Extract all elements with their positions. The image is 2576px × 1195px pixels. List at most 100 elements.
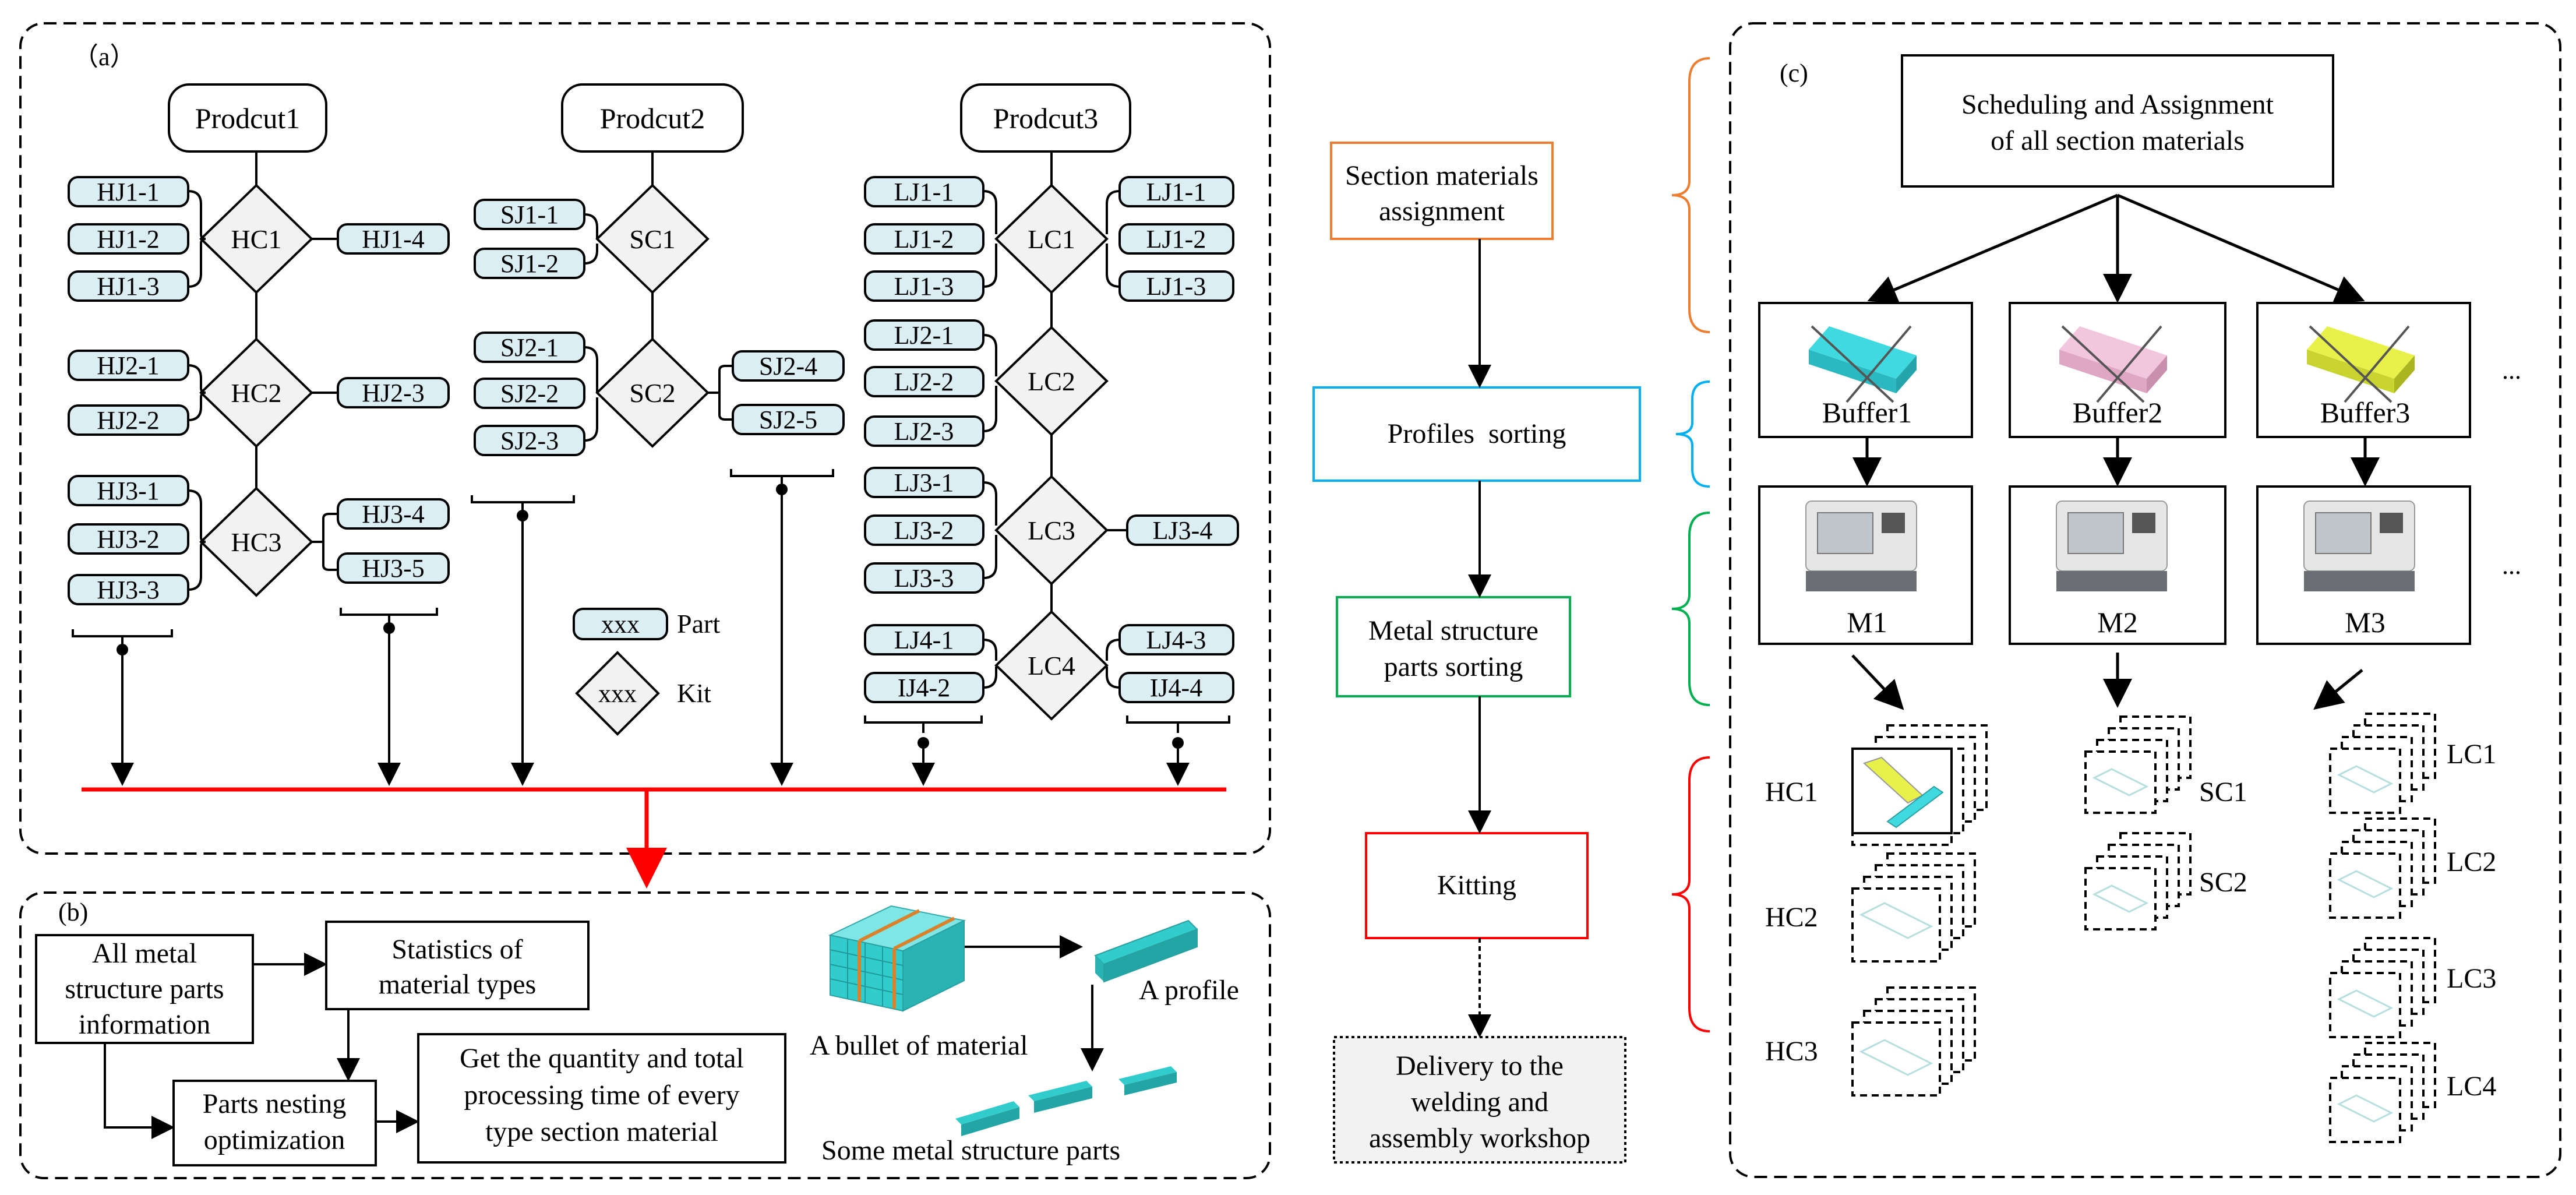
machine-3-label: M3: [2345, 606, 2385, 639]
part-lj1-1-right: LJ1-1: [1146, 178, 1206, 206]
part-sj1-2: SJ1-2: [500, 249, 559, 278]
buffer-3-image: [2307, 325, 2415, 403]
part-sj1-1: SJ1-1: [500, 200, 559, 229]
part-sj2-3: SJ2-3: [500, 426, 559, 455]
flow-step-3: Metal structure parts sorting: [1336, 596, 1571, 697]
result-line3: type section material: [485, 1116, 718, 1147]
flow-step-4-label: Kitting: [1437, 870, 1516, 901]
bullet-caption: A bullet of material: [810, 1030, 1028, 1061]
statistics-line1: Statistics of: [391, 934, 523, 965]
panel-c-border: [1729, 22, 2561, 1178]
part-lj3-3: LJ3-3: [894, 564, 954, 593]
buffer-2-label: Buffer2: [2073, 396, 2163, 429]
kit-hc2: [199, 337, 313, 448]
kit-diamonds: [199, 184, 1109, 721]
all-parts-line2: structure parts: [65, 974, 224, 1004]
kit-hc3: [199, 487, 313, 597]
buffer-1-image: [1809, 325, 1917, 403]
brace-orange: [1671, 57, 1710, 333]
panel-b-boxes: [35, 921, 786, 1166]
part-lj1-3-left: LJ1-3: [894, 272, 954, 301]
part-lj1-3-right: LJ1-3: [1146, 272, 1206, 301]
part-lj3-4: LJ3-4: [1153, 516, 1213, 545]
part-lj4-3: LJ4-3: [1146, 626, 1206, 654]
part-lj4-1: LJ4-1: [894, 626, 954, 654]
part-lj4-4: IJ4-4: [1150, 674, 1202, 702]
part-hj1-1: HJ1-1: [97, 178, 160, 206]
flow-step-2: Profiles sorting: [1312, 386, 1641, 482]
parts-caption: Some metal structure parts: [821, 1135, 1120, 1166]
part-lj2-1: LJ2-1: [894, 321, 954, 350]
drop-arrows: [111, 489, 1190, 786]
kit-stack-lc4: LC4: [2447, 1071, 2496, 1102]
buffer-3-label: Buffer3: [2320, 396, 2411, 429]
part-lj3-2: LJ3-2: [894, 516, 954, 545]
result-line2: processing time of every: [464, 1080, 739, 1111]
machine-output-arrows: [1851, 653, 2363, 710]
kit-stack-lc2: LC2: [2447, 847, 2496, 877]
brace-blue: [1675, 380, 1710, 488]
part-hj3-5: HJ3-5: [362, 554, 425, 583]
part-sj2-2: SJ2-2: [500, 379, 559, 408]
legend-kit-symbol: xxx: [598, 679, 637, 708]
kit-sc2: [595, 337, 710, 448]
buffer-to-machine-arrows: [1852, 437, 2380, 487]
part-lj1-2-right: LJ1-2: [1146, 225, 1206, 253]
metal-parts-image: [955, 1066, 1177, 1136]
flow-step-3-line2: parts sorting: [1384, 651, 1523, 682]
machine-1-label: M1: [1847, 606, 1887, 639]
panel-b-border: [19, 891, 1271, 1179]
kit-stack-hc2: HC2: [1765, 902, 1818, 933]
legend-part-label: Part: [677, 609, 720, 639]
profile-image: [1094, 919, 1198, 983]
material-bullet-image: [828, 905, 966, 1012]
part-hj3-4: HJ3-4: [362, 500, 425, 528]
nesting-line2: optimization: [204, 1125, 345, 1155]
product-1-label: Prodcut1: [195, 102, 301, 135]
flow-step-4: Kitting: [1365, 832, 1589, 939]
brace-red: [1671, 756, 1710, 1032]
machine-1-image: [1805, 500, 1917, 591]
phase-braces: [1671, 57, 1710, 1032]
part-hj3-3: HJ3-3: [97, 576, 160, 604]
kit-stack-sc2: SC2: [2199, 867, 2247, 898]
panel-b-label: (b): [58, 898, 88, 926]
machine-2-label: M2: [2097, 606, 2137, 639]
part-hj3-1: HJ3-1: [97, 477, 160, 505]
part-hj1-2: HJ1-2: [97, 225, 160, 253]
legend-kit-label: Kit: [677, 678, 711, 708]
part-lj1-2-left: LJ1-2: [894, 225, 954, 253]
kit-lc2: [994, 326, 1109, 436]
profile-caption: A profile: [1139, 975, 1239, 1006]
machine-2-image: [2056, 500, 2168, 591]
panel-a-label: （a）: [73, 43, 136, 71]
product-1: Prodcut1: [168, 83, 327, 153]
hc1-kit-card: [1851, 748, 1953, 834]
part-hj1-3: HJ1-3: [97, 272, 160, 301]
part-lj3-1: LJ3-1: [894, 468, 954, 497]
flow-step-2-label: Profiles sorting: [1388, 418, 1566, 449]
kit-lc1-label: LC1: [1028, 224, 1075, 254]
part-sj2-5: SJ2-5: [759, 406, 817, 434]
all-parts-line3: information: [79, 1009, 211, 1040]
product-3-label: Prodcut3: [993, 102, 1099, 135]
flow-step-1: Section materials assignment: [1330, 142, 1554, 240]
kit-sc2-label: SC2: [629, 378, 675, 408]
panel-b-arrows: [104, 935, 1104, 1139]
kit-stack-lc1: LC1: [2447, 739, 2496, 770]
legend-part-symbol: xxx: [601, 610, 640, 639]
part-sj2-1: SJ2-1: [500, 333, 559, 362]
part-labels: HJ1-1 HJ1-2 HJ1-3 HJ1-4 HJ2-1 HJ2-2 HJ2-…: [97, 178, 1212, 702]
part-lj2-2: LJ2-2: [894, 368, 954, 396]
part-connectors: [188, 190, 1127, 689]
kit-lc2-label: LC2: [1028, 366, 1075, 396]
kit-hc1-label: HC1: [231, 224, 282, 254]
buffer-2-image: [2059, 325, 2167, 403]
legend: xxx Part xxx Kit: [573, 608, 720, 736]
part-hj2-1: HJ2-1: [97, 351, 160, 380]
buffer-1-label: Buffer1: [1822, 396, 1912, 429]
product-2: Prodcut2: [561, 83, 744, 153]
collector-dots: [117, 484, 1184, 749]
kit-hc2-label: HC2: [231, 378, 282, 408]
scheduler-box: Scheduling and Assignment of all section…: [1901, 54, 2334, 188]
